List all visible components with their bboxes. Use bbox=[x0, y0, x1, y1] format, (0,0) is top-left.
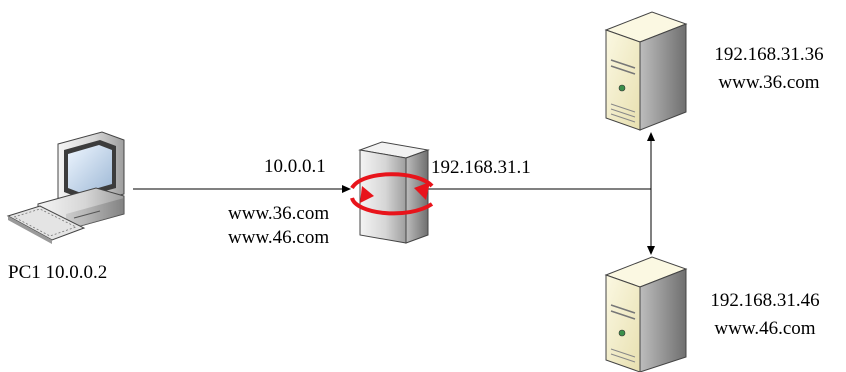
pc-label: PC1 10.0.0.2 bbox=[8, 262, 108, 283]
router-domain-46: www.46.com bbox=[228, 227, 330, 248]
server-icon bbox=[604, 256, 688, 372]
router-right-ip: 192.168.31.1 bbox=[431, 157, 531, 178]
server-46-ip: 192.168.31.46 bbox=[710, 290, 820, 311]
desktop-pc-icon bbox=[6, 131, 125, 244]
server-36-domain: www.36.com bbox=[718, 72, 820, 93]
router-domain-36: www.36.com bbox=[228, 203, 330, 224]
router-icon bbox=[350, 141, 434, 244]
server-46-domain: www.46.com bbox=[714, 318, 816, 339]
server-icon bbox=[604, 11, 688, 131]
server-36-ip: 192.168.31.36 bbox=[714, 44, 824, 65]
router-left-ip: 10.0.0.1 bbox=[264, 156, 326, 177]
